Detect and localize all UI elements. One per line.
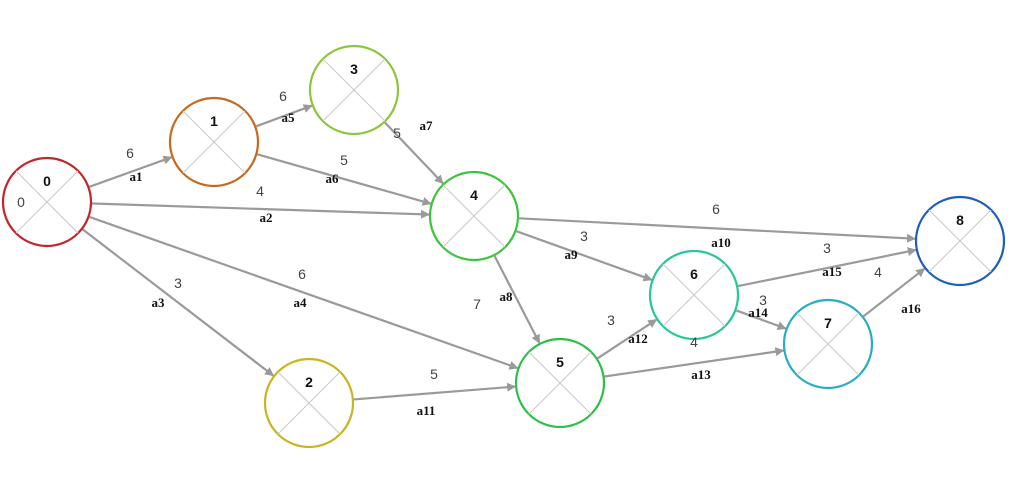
node-label-6: 6 (690, 266, 698, 282)
edge-weight-a12: 3 (607, 312, 615, 328)
node-cross-line (182, 110, 246, 174)
edge-name-a10: a10 (711, 235, 731, 250)
edge-name-a13: a13 (691, 367, 711, 382)
edge-name-a8: a8 (500, 289, 514, 304)
node-label-2: 2 (305, 374, 313, 390)
node-cross-line (796, 312, 860, 376)
node-label-3: 3 (350, 61, 358, 77)
edge-name-a5: a5 (282, 110, 296, 125)
edge-a8 (493, 255, 541, 344)
edge-weight-a5: 6 (279, 88, 287, 104)
node-3: 3 (308, 44, 400, 136)
edge-a15 (737, 247, 917, 288)
edge-a10 (518, 217, 916, 243)
node-4: 4 (428, 170, 520, 262)
edge-a9 (515, 230, 653, 282)
edge-name-a11: a11 (417, 403, 436, 418)
edge-a5 (255, 104, 313, 128)
node-cross-line (322, 58, 386, 122)
edge-name-a4: a4 (294, 295, 308, 310)
edge-a13 (604, 347, 785, 378)
node-label-0: 0 (43, 173, 51, 189)
edge-weight-a8: 7 (473, 296, 481, 312)
edges-layer (82, 104, 926, 401)
edge-a4 (89, 215, 519, 370)
node-cross-line (277, 371, 341, 435)
node-5: 5 (514, 337, 606, 429)
node-label-8: 8 (956, 212, 964, 228)
node-8: 8 (914, 195, 1006, 287)
edge-weight-a11: 5 (430, 366, 438, 382)
node-cross-line (15, 170, 79, 234)
edge-weight-a16: 4 (874, 264, 882, 280)
node-cross-line (528, 351, 592, 415)
edge-weight-a1: 6 (126, 145, 134, 161)
node-label-4: 4 (470, 187, 478, 203)
edge-name-a9: a9 (565, 247, 579, 262)
node-2: 2 (263, 357, 355, 449)
node-7: 7 (782, 298, 874, 390)
node-label-1: 1 (210, 113, 218, 129)
edge-name-a12: a12 (628, 331, 648, 346)
edge-a6 (256, 153, 432, 206)
edge-weight-a14: 3 (759, 292, 767, 308)
edge-name-a7: a7 (420, 118, 434, 133)
edge-a2 (91, 202, 430, 219)
edge-weight-a7: 5 (393, 125, 401, 141)
edge-weight-a13: 4 (690, 334, 698, 350)
node-6: 6 (648, 249, 740, 341)
edge-a14 (735, 309, 787, 330)
edge-weight-a2: 4 (256, 183, 264, 199)
node-1: 1 (168, 96, 260, 188)
edge-weight-a6: 5 (340, 152, 348, 168)
edge-name-a14: a14 (748, 305, 768, 320)
edge-a11 (353, 382, 517, 401)
edge-weight-a15: 3 (823, 240, 831, 256)
edge-name-a15: a15 (822, 264, 842, 279)
edge-name-a2: a2 (260, 210, 273, 225)
edge-weight-a9: 3 (580, 228, 588, 244)
node-cross-line (928, 209, 992, 273)
node-cross-line (662, 263, 726, 327)
edge-name-a1: a1 (130, 169, 143, 184)
node-label-7: 7 (824, 315, 832, 331)
node-label-5: 5 (556, 354, 564, 370)
edge-a7 (384, 121, 444, 185)
node-0: 00 (1, 156, 93, 248)
edge-a12 (597, 318, 658, 360)
edge-a1 (88, 155, 173, 188)
node-cross-line (442, 184, 506, 248)
edge-name-a16: a16 (901, 301, 921, 316)
edge-a16 (862, 267, 926, 318)
edge-name-a3: a3 (152, 295, 166, 310)
node-extra-0: 0 (17, 194, 25, 210)
edge-name-a6: a6 (326, 171, 340, 186)
edge-a3 (82, 228, 275, 377)
edge-weight-a4: 6 (298, 266, 306, 282)
edge-weight-a10: 6 (712, 201, 720, 217)
edge-weight-a3: 3 (174, 275, 182, 291)
